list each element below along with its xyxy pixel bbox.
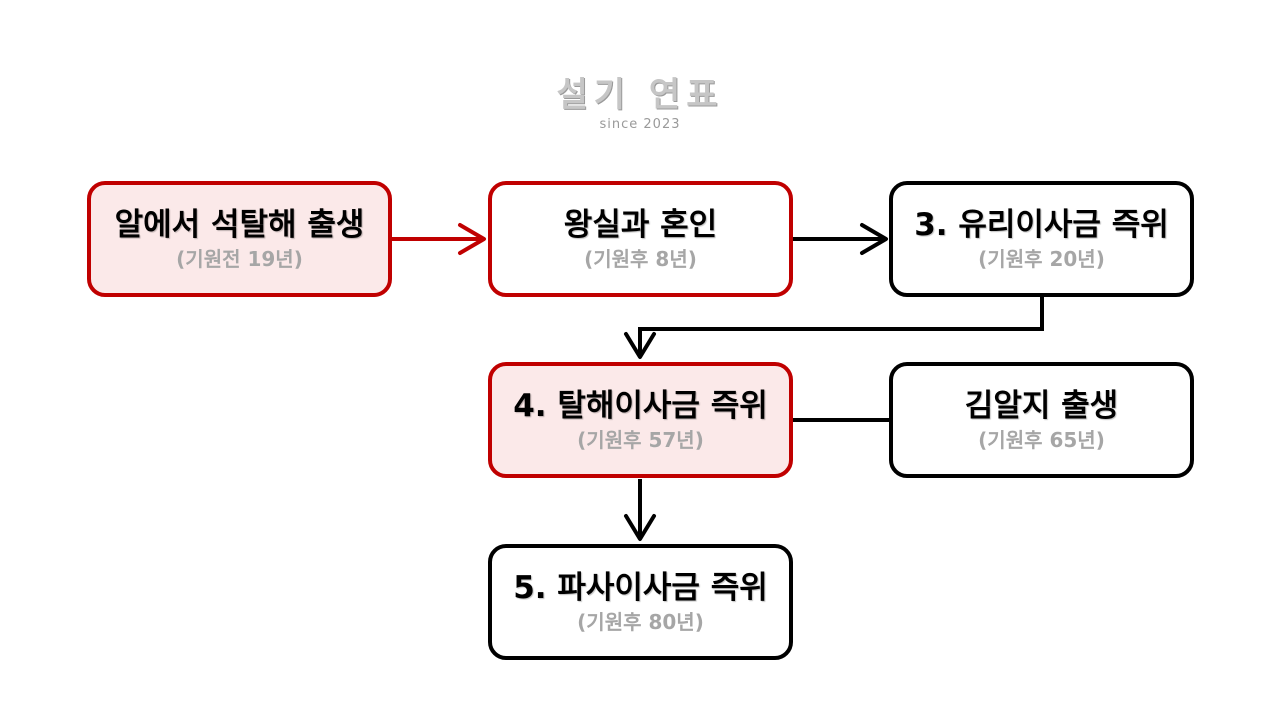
- edge-talhae-to-pasa: [624, 479, 656, 541]
- node-date: (기원후 80년): [577, 610, 704, 634]
- node-title: 김알지 출생: [964, 388, 1119, 424]
- node-marriage: 왕실과 혼인 (기원후 8년): [488, 181, 793, 297]
- node-title: 3. 유리이사금 즉위: [914, 207, 1169, 243]
- node-date: (기원후 65년): [978, 428, 1105, 452]
- node-date: (기원전 19년): [176, 247, 303, 271]
- logo-subtitle: since 2023: [599, 117, 681, 132]
- node-talhae: 4. 탈해이사금 즉위 (기원후 57년): [488, 362, 793, 478]
- node-date: (기원후 8년): [584, 247, 697, 271]
- edge-marriage-to-yuri: [792, 223, 888, 255]
- node-title: 왕실과 혼인: [563, 207, 718, 243]
- node-pasa: 5. 파사이사금 즉위 (기원후 80년): [488, 544, 793, 660]
- node-title: 4. 탈해이사금 즉위: [513, 388, 768, 424]
- node-yuri: 3. 유리이사금 즉위 (기원후 20년): [889, 181, 1194, 297]
- logo-title: 설기 연표: [556, 75, 724, 115]
- edge-birth-to-marriage: [390, 223, 486, 255]
- edge-yuri-to-talhae: [624, 297, 1044, 359]
- node-kimalji: 김알지 출생 (기원후 65년): [889, 362, 1194, 478]
- node-birth: 알에서 석탈해 출생 (기원전 19년): [87, 181, 392, 297]
- logo: 설기 연표 since 2023: [540, 72, 740, 138]
- node-title: 5. 파사이사금 즉위: [513, 570, 768, 606]
- node-date: (기원후 20년): [978, 247, 1105, 271]
- node-date: (기원후 57년): [577, 428, 704, 452]
- node-title: 알에서 석탈해 출생: [114, 207, 365, 243]
